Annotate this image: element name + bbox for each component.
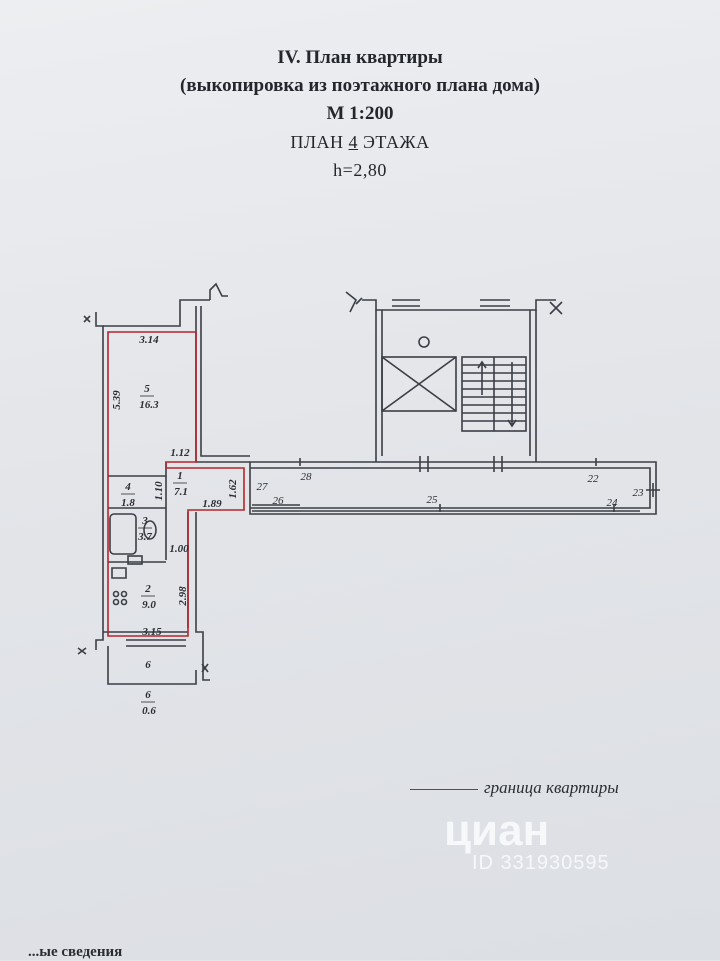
dim-wc-width: 1.10 <box>153 481 165 501</box>
room-5-label: 5 16.3 <box>139 383 159 411</box>
plan-scale: М 1:200 <box>326 103 394 124</box>
dim-kitchen-width: 3.15 <box>141 626 162 638</box>
floor-suffix: ЭТАЖА <box>363 132 430 152</box>
room-2-label: 2 9.0 <box>141 583 156 611</box>
dim-room5-length: 5.39 <box>111 390 123 410</box>
legend-text: граница квартиры <box>484 778 619 797</box>
dim-room5-width: 3.14 <box>138 334 159 346</box>
legend: граница квартиры <box>410 778 700 802</box>
watermark-logo: циан <box>444 806 550 855</box>
room-3-label: 3 3.7 <box>137 515 152 543</box>
floor-number: 4 <box>348 132 359 152</box>
corridor-label-28: 28 <box>301 471 313 483</box>
watermark-id: ID 331930595 <box>472 852 610 874</box>
floor-prefix: ПЛАН <box>290 132 344 152</box>
plan-header: IV. План квартиры (выкопировка из поэтаж… <box>0 44 720 184</box>
corridor-label-22: 22 <box>588 473 600 485</box>
room-6-label: 6 0.6 <box>141 689 156 717</box>
corridor-label-24: 24 <box>607 497 619 509</box>
room-5-area: 16.3 <box>139 399 159 411</box>
dim-kitchen-length: 2.98 <box>177 586 189 607</box>
corridor-label-26: 26 <box>273 495 285 507</box>
room-3-area: 3.7 <box>137 531 152 543</box>
room-4-area: 1.8 <box>121 497 135 509</box>
floor-caption: ПЛАН 4 ЭТАЖА <box>0 128 720 156</box>
apartment-boundary <box>107 331 245 637</box>
corridor-label-23: 23 <box>633 487 645 499</box>
plan-subtitle: (выкопировка из поэтажного плана дома) <box>180 75 540 96</box>
dim-bath-width: 1.00 <box>169 543 189 555</box>
room-2-area: 9.0 <box>142 599 156 611</box>
building-walls <box>77 282 660 685</box>
legend-line-swatch <box>410 789 478 790</box>
dim-hall-width: 1.12 <box>170 447 190 459</box>
room-2-number: 2 <box>144 583 151 595</box>
dim-hall-height: 1.62 <box>227 479 239 499</box>
room-4-label: 4 1.8 <box>121 481 135 509</box>
footer-text: ...ые сведения <box>28 944 123 960</box>
balcony-label: 6 <box>145 659 151 671</box>
room-1-label: 1 7.1 <box>173 470 188 498</box>
room-1-area: 7.1 <box>174 486 188 498</box>
plan-title: IV. План квартиры <box>277 47 443 68</box>
room-5-number: 5 <box>144 383 150 395</box>
dim-hall-depth: 1.89 <box>202 498 222 510</box>
room-6-number: 6 <box>145 689 151 701</box>
corridor-label-27: 27 <box>257 481 269 493</box>
room-3-number: 3 <box>141 515 148 527</box>
room-1-number: 1 <box>177 470 183 482</box>
ceiling-height: h=2,80 <box>333 160 387 180</box>
room-6-area: 0.6 <box>142 705 156 717</box>
room-4-number: 4 <box>124 481 131 493</box>
corridor-label-25: 25 <box>427 494 439 506</box>
